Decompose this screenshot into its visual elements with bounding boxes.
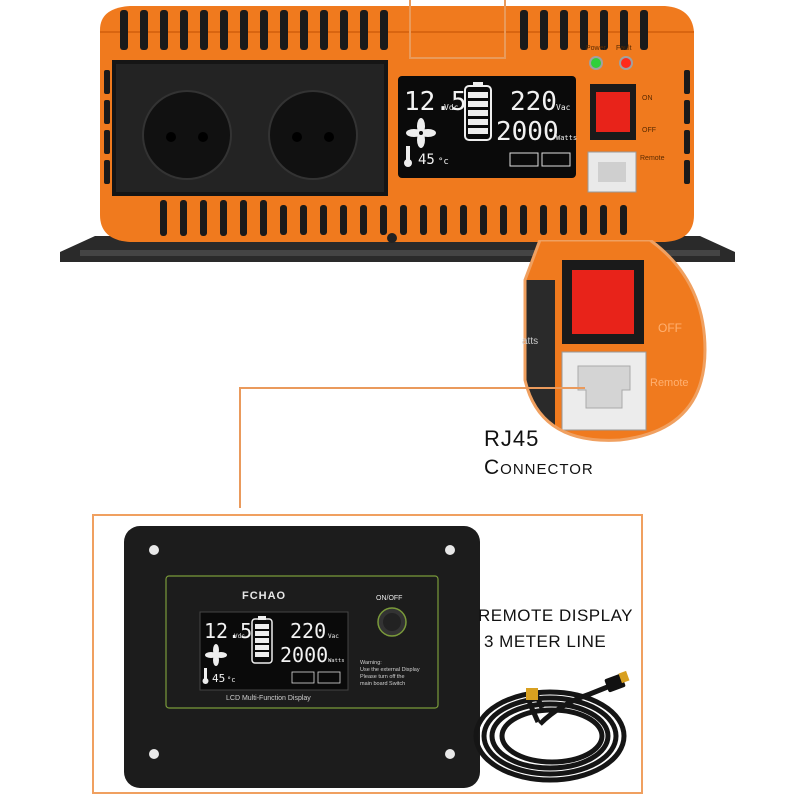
- warning-line: main board Switch: [360, 681, 405, 687]
- warning-line: Use the external Display: [360, 667, 420, 673]
- socket-right: [268, 90, 358, 180]
- mount-hole: [445, 749, 455, 759]
- onoff-label: ON/OFF: [376, 595, 402, 602]
- rj45-caption-line2: Connector: [484, 456, 594, 479]
- power-label: Power: [586, 45, 607, 52]
- socket-left: [142, 90, 232, 180]
- rj45-port-inner: [598, 162, 626, 182]
- remote-display-panel: FCHAO ON/OFF Warning: Use the external D…: [124, 526, 480, 788]
- zoom-rj45-socket: [577, 365, 631, 409]
- lcd-power-unit: Watts: [556, 134, 577, 142]
- switch-off-label: OFF: [642, 127, 656, 134]
- rj45-plug-icon: [604, 673, 626, 693]
- rj45-plug-contacts-2: [526, 688, 538, 700]
- remote-lcd-voltage-in: 12.5: [204, 619, 252, 643]
- remote-lcd-voltage-out: 220: [290, 619, 326, 643]
- remote-thermometer-icon: [202, 668, 209, 684]
- lcd-temperature: 45: [418, 152, 435, 168]
- zoom-callout-border: [523, 240, 707, 442]
- zoom-off-label: OFF: [658, 321, 682, 335]
- lcd-voltage-in: 12.5: [404, 87, 467, 117]
- lcd-power: 2000: [496, 117, 559, 147]
- lcd-voltage-out-unit: Vac: [556, 103, 571, 112]
- fault-led-icon: [619, 56, 633, 70]
- fan-icon: [406, 118, 436, 148]
- mount-hole: [149, 545, 159, 555]
- fault-label: Fault: [616, 45, 632, 52]
- zoom-watts-fragment: atts: [522, 336, 538, 347]
- power-switch[interactable]: [596, 92, 630, 132]
- socket-right-hole: [292, 132, 302, 142]
- zoom-callout: atts OFF Remote: [522, 240, 707, 442]
- lcd-voltage-out: 220: [510, 87, 557, 117]
- socket-left-hole: [166, 132, 176, 142]
- battery-icon: [464, 82, 492, 141]
- remote-lcd-temperature: 45: [212, 672, 225, 685]
- onoff-button-cap: [383, 613, 401, 631]
- brand-logo: FCHAO: [242, 590, 286, 602]
- socket-left-hole: [198, 132, 208, 142]
- remote-lcd-voltage-in-unit: Vdc: [234, 633, 245, 640]
- remote-fan-icon: [205, 644, 227, 666]
- bottom-vents: [160, 200, 627, 236]
- mount-hole: [445, 545, 455, 555]
- remote-display-frame: [92, 514, 643, 794]
- cable-caption-line1: REMOTE DISPLAY: [478, 606, 633, 625]
- cable-lead: [538, 683, 611, 726]
- callout-connector-line: [239, 387, 585, 508]
- rj45-caption-line1: RJ45: [484, 426, 540, 451]
- remote-lcd-power: 2000: [280, 643, 328, 667]
- zoom-remote-fragment: Remote: [650, 377, 689, 389]
- screw: [387, 233, 397, 243]
- remote-lcd-status-box-2: [317, 671, 341, 684]
- remote-lcd: [199, 611, 349, 691]
- remote-label: Remote: [640, 155, 665, 162]
- switch-on-label: ON: [642, 95, 653, 102]
- cable-caption-line2: 3 METER LINE: [484, 632, 607, 651]
- inverter-illustration: 12.5 Vdc 220 Vac 2000 Watts 45 °c Power …: [60, 0, 735, 262]
- zoom-power-switch: [572, 270, 634, 334]
- socket-right-hole: [324, 132, 334, 142]
- lcd-caption: LCD Multi-Function Display: [226, 695, 311, 702]
- remote-lcd-voltage-out-unit: Vac: [328, 633, 339, 640]
- rj45-plug-contacts: [618, 670, 630, 684]
- thermometer-icon: [404, 146, 412, 167]
- power-led-icon: [589, 56, 603, 70]
- remote-lcd-status-box-1: [291, 671, 315, 684]
- lcd-status-box-1: [509, 152, 539, 167]
- top-vents: [120, 10, 648, 50]
- remote-lcd-power-unit: Watts: [328, 658, 345, 664]
- warning-title: Warning:: [360, 660, 382, 666]
- lcd-temperature-unit: °c: [438, 157, 449, 167]
- warning-line: Please turn off the: [360, 674, 405, 680]
- lcd-status-box-2: [541, 152, 571, 167]
- coiled-cable: [473, 670, 630, 783]
- top-callout-line: [409, 0, 506, 59]
- mount-hole: [149, 749, 159, 759]
- remote-battery-icon: [251, 616, 273, 664]
- remote-panel-inner-frame: [165, 575, 439, 709]
- mounting-plate-edge: [80, 250, 720, 256]
- remote-lcd-temperature-unit: °c: [227, 676, 235, 684]
- lcd-voltage-in-unit: Vdc: [444, 103, 459, 112]
- side-vents: [104, 70, 690, 184]
